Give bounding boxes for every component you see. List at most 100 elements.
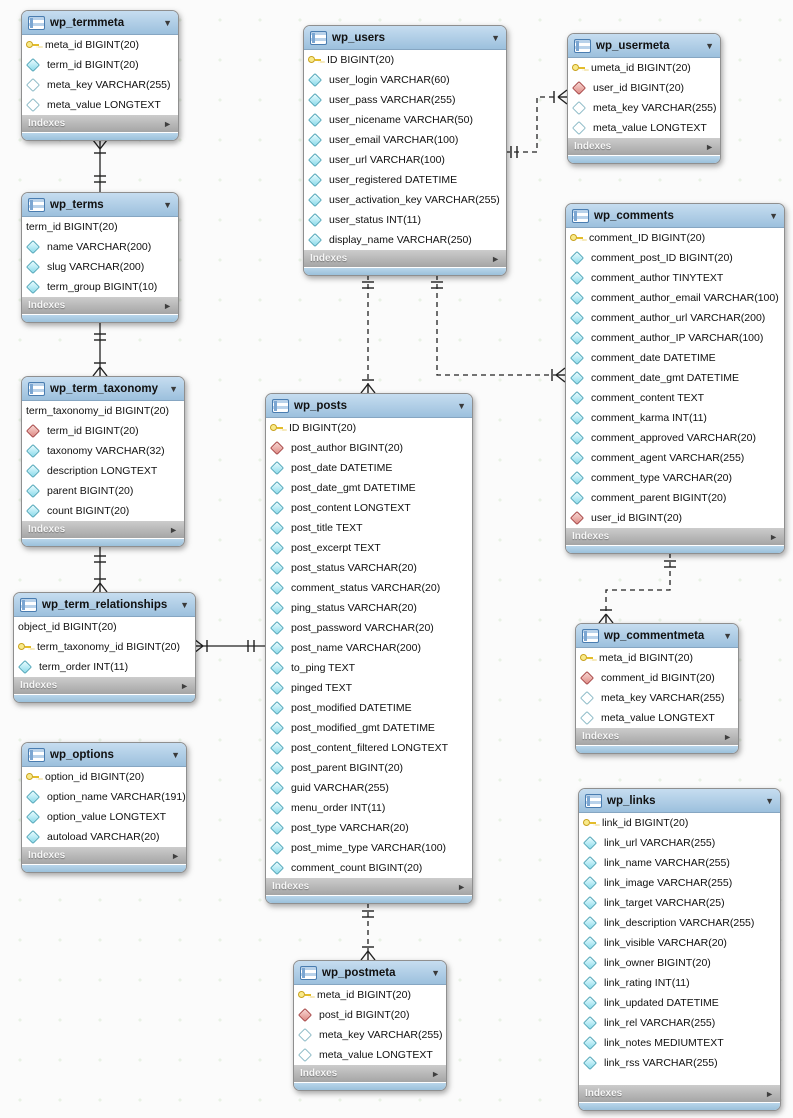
collapse-arrow-icon[interactable]: ▼ <box>457 400 466 411</box>
relationship-connector-terms-termtaxonomy[interactable] <box>92 322 108 377</box>
expand-indexes-icon[interactable]: ► <box>431 1068 440 1079</box>
table-wp_term_taxonomy[interactable]: wp_term_taxonomy▼term_taxonomy_id BIGINT… <box>21 376 185 547</box>
table-header[interactable]: wp_posts▼ <box>266 394 472 418</box>
collapse-arrow-icon[interactable]: ▼ <box>491 32 500 43</box>
relationship-connector-posts-postmeta[interactable] <box>360 903 376 961</box>
table-wp_posts[interactable]: wp_posts▼ID BIGINT(20)post_author BIGINT… <box>265 393 473 904</box>
nullable-column-icon <box>579 690 595 706</box>
indexes-footer[interactable]: Indexes► <box>294 1065 446 1082</box>
indexes-footer[interactable]: Indexes ► <box>266 878 472 895</box>
collapse-arrow-icon[interactable]: ▼ <box>180 599 189 610</box>
table-header[interactable]: wp_termmeta▼ <box>22 11 178 35</box>
collapse-arrow-icon[interactable]: ▼ <box>769 210 778 221</box>
indexes-footer[interactable]: Indexes► <box>22 847 186 864</box>
expand-indexes-icon[interactable]: ► <box>765 1088 774 1099</box>
column-label: post_status VARCHAR(20) <box>291 562 417 574</box>
table-header[interactable]: wp_postmeta▼ <box>294 961 446 985</box>
table-header[interactable]: wp_links▼ <box>579 789 780 813</box>
table-header[interactable]: wp_term_taxonomy▼ <box>22 377 184 401</box>
table-header[interactable]: wp_commentmeta▼ <box>576 624 738 648</box>
expand-indexes-icon[interactable]: ► <box>491 253 500 264</box>
expand-indexes-icon[interactable]: ► <box>180 680 189 691</box>
indexes-footer[interactable]: Indexes► <box>22 115 178 132</box>
expand-indexes-icon[interactable]: ► <box>163 118 172 129</box>
indexes-footer[interactable]: Indexes► <box>579 1085 780 1102</box>
collapse-arrow-icon[interactable]: ▼ <box>705 40 714 51</box>
relationship-connector-users-posts[interactable] <box>360 275 376 394</box>
table-header[interactable]: wp_comments ▼ <box>566 204 784 228</box>
table-wp_termmeta[interactable]: wp_termmeta▼meta_id BIGINT(20)term_id BI… <box>21 10 179 141</box>
expand-indexes-icon[interactable]: ► <box>769 531 778 542</box>
collapse-arrow-icon[interactable]: ▼ <box>723 630 732 641</box>
table-header[interactable]: wp_options▼ <box>22 743 186 767</box>
column-row: link_updated DATETIME <box>579 993 780 1013</box>
indexes-label: Indexes <box>272 881 310 892</box>
relationship-connector-termtaxonomy-termrelationships[interactable] <box>92 546 108 593</box>
table-header[interactable]: wp_users▼ <box>304 26 506 50</box>
table-wp_commentmeta[interactable]: wp_commentmeta▼meta_id BIGINT(20)comment… <box>575 623 739 754</box>
table-wp_terms[interactable]: wp_terms▼term_id BIGINT(20)name VARCHAR(… <box>21 192 179 323</box>
indexes-footer[interactable]: Indexes► <box>568 138 720 155</box>
table-header[interactable]: wp_terms▼ <box>22 193 178 217</box>
collapse-arrow-icon[interactable]: ▼ <box>765 795 774 806</box>
column-row: guid VARCHAR(255) <box>266 778 472 798</box>
relationship-connector-comments-commentmeta[interactable] <box>598 553 676 624</box>
table-title: wp_comments <box>594 209 674 222</box>
column-row: option_name VARCHAR(191) <box>22 787 186 807</box>
expand-indexes-icon[interactable]: ► <box>457 881 466 892</box>
table-header[interactable]: wp_term_relationships▼ <box>14 593 195 617</box>
table-wp_term_relationships[interactable]: wp_term_relationships▼object_id BIGINT(2… <box>13 592 196 703</box>
expand-indexes-icon[interactable]: ► <box>705 141 714 152</box>
column-icon <box>582 855 598 871</box>
table-bottom-cap <box>14 694 195 702</box>
table-wp_comments[interactable]: wp_comments▼comment_ID BIGINT(20)comment… <box>565 203 785 554</box>
table-wp_links[interactable]: wp_links▼link_id BIGINT(20)link_url VARC… <box>578 788 781 1111</box>
indexes-footer[interactable]: Indexes► <box>22 521 184 538</box>
column-row: comment_date DATETIME <box>566 348 784 368</box>
relationship-connector-termmeta-terms[interactable] <box>92 139 108 192</box>
column-icon <box>269 760 285 776</box>
column-row: post_date DATETIME <box>266 458 472 478</box>
indexes-footer[interactable]: Indexes► <box>304 250 506 267</box>
column-label: term_id BIGINT(20) <box>47 425 139 437</box>
column-row: display_name VARCHAR(250) <box>304 230 506 250</box>
column-icon <box>307 212 323 228</box>
indexes-footer[interactable]: Indexes► <box>566 528 784 545</box>
column-icon <box>269 640 285 656</box>
column-row: link_id BIGINT(20) <box>579 813 780 833</box>
table-wp_usermeta[interactable]: wp_usermeta▼umeta_id BIGINT(20)user_id B… <box>567 33 721 164</box>
table-wp_postmeta[interactable]: wp_postmeta▼meta_id BIGINT(20)post_id BI… <box>293 960 447 1091</box>
expand-indexes-icon[interactable]: ► <box>723 731 732 742</box>
table-wp_options[interactable]: wp_options▼option_id BIGINT(20)option_na… <box>21 742 187 873</box>
column-row: user_pass VARCHAR(255) <box>304 90 506 110</box>
collapse-arrow-icon[interactable]: ▼ <box>163 17 172 28</box>
collapse-arrow-icon[interactable]: ▼ <box>169 383 178 394</box>
column-row: post_password VARCHAR(20) <box>266 618 472 638</box>
expand-indexes-icon[interactable]: ► <box>171 850 180 861</box>
column-row: term_order INT(11) <box>14 657 195 677</box>
column-row: term_id BIGINT(20) <box>22 55 178 75</box>
relationship-connector-posts-termrelationships[interactable] <box>193 638 265 654</box>
expand-indexes-icon[interactable]: ► <box>169 524 178 535</box>
table-header[interactable]: wp_usermeta▼ <box>568 34 720 58</box>
collapse-arrow-icon[interactable]: ▼ <box>431 967 440 978</box>
indexes-footer[interactable]: Indexes► <box>22 297 178 314</box>
collapse-arrow-icon[interactable]: ▼ <box>171 749 180 760</box>
table-icon <box>272 398 289 413</box>
column-label: user_id BIGINT(20) <box>591 512 683 524</box>
expand-indexes-icon[interactable]: ► <box>163 300 172 311</box>
collapse-arrow-icon[interactable]: ▼ <box>163 199 172 210</box>
indexes-footer[interactable]: Indexes► <box>14 677 195 694</box>
column-row: post_excerpt TEXT <box>266 538 472 558</box>
relationship-connector-users-usermeta[interactable] <box>505 89 568 158</box>
column-row: ID BIGINT(20) <box>266 418 472 438</box>
column-label: ping_status VARCHAR(20) <box>291 602 417 614</box>
table-bottom-cap <box>22 132 178 140</box>
relationship-connector-users-comments[interactable] <box>431 275 566 383</box>
column-label: name VARCHAR(200) <box>47 241 152 253</box>
column-row: ping_status VARCHAR(20) <box>266 598 472 618</box>
column-label: link_owner BIGINT(20) <box>604 957 711 969</box>
table-wp_users[interactable]: wp_users▼ID BIGINT(20)user_login VARCHAR… <box>303 25 507 276</box>
column-icon <box>569 270 585 286</box>
indexes-footer[interactable]: Indexes► <box>576 728 738 745</box>
